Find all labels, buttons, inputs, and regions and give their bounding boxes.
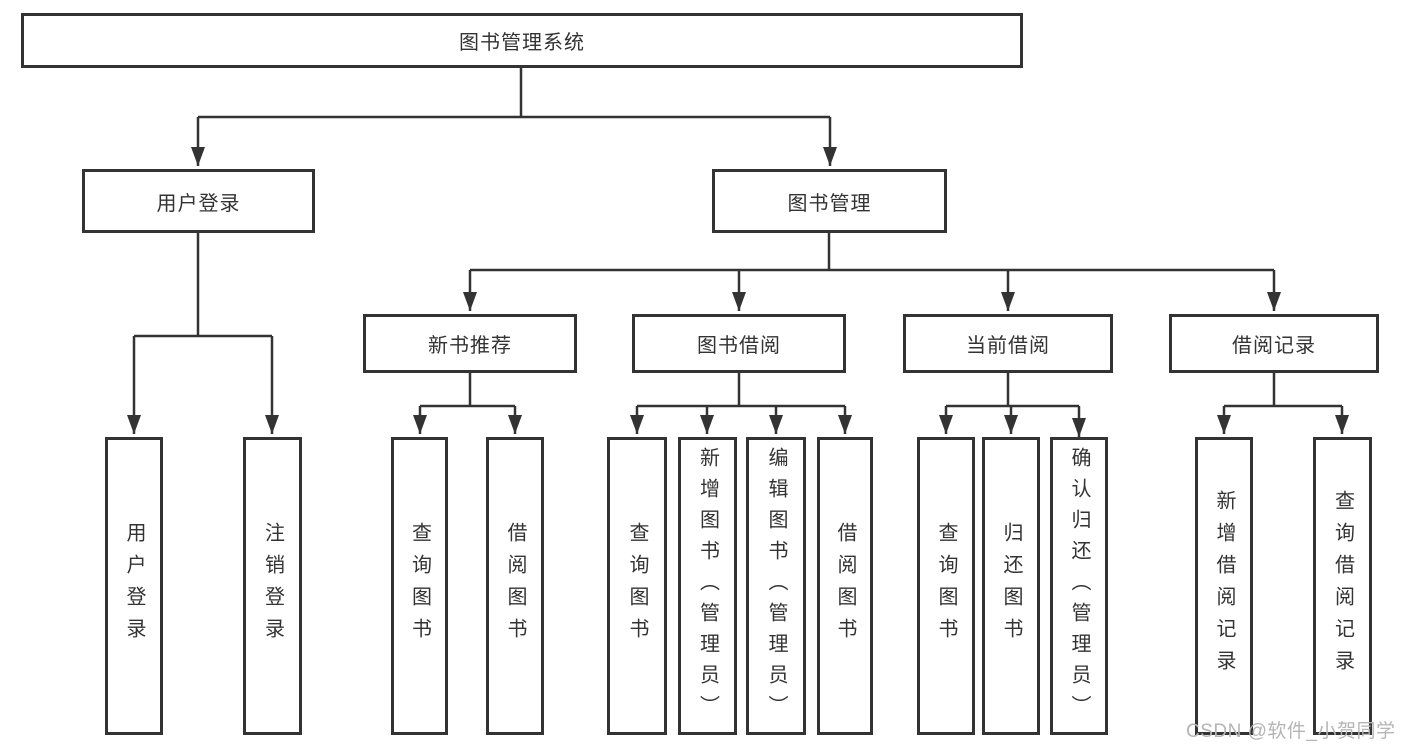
leaf-confirm-return-admin: 确认归还（管理员） xyxy=(1050,437,1108,735)
node-book-borrowing: 图书借阅 xyxy=(632,314,846,373)
node-borrowing-records: 借阅记录 xyxy=(1169,314,1379,373)
leaf-logout: 注销登录 xyxy=(243,437,302,735)
leaf-query-books-3: 查询图书 xyxy=(917,437,975,735)
node-library-system: 图书管理系统 xyxy=(21,13,1023,68)
node-book-management: 图书管理 xyxy=(712,169,947,233)
leaf-return-books: 归还图书 xyxy=(982,437,1040,735)
leaf-borrow-books-1: 借阅图书 xyxy=(486,437,544,735)
node-current-borrowing: 当前借阅 xyxy=(903,314,1113,373)
leaf-add-books-admin: 新增图书（管理员） xyxy=(678,437,737,735)
leaf-add-borrow-record: 新增借阅记录 xyxy=(1195,437,1253,735)
leaf-user-login: 用户登录 xyxy=(105,437,163,735)
leaf-edit-books-admin: 编辑图书（管理员） xyxy=(746,437,806,735)
leaf-query-borrow-record: 查询借阅记录 xyxy=(1313,437,1372,735)
csdn-watermark: CSDN @软件_小贺同学 xyxy=(1186,721,1396,742)
leaf-borrow-books-2: 借阅图书 xyxy=(817,437,873,735)
leaf-query-books-1: 查询图书 xyxy=(391,437,448,735)
node-user-login: 用户登录 xyxy=(82,169,315,233)
leaf-query-books-2: 查询图书 xyxy=(607,437,667,735)
node-new-book-recommend: 新书推荐 xyxy=(363,314,577,373)
